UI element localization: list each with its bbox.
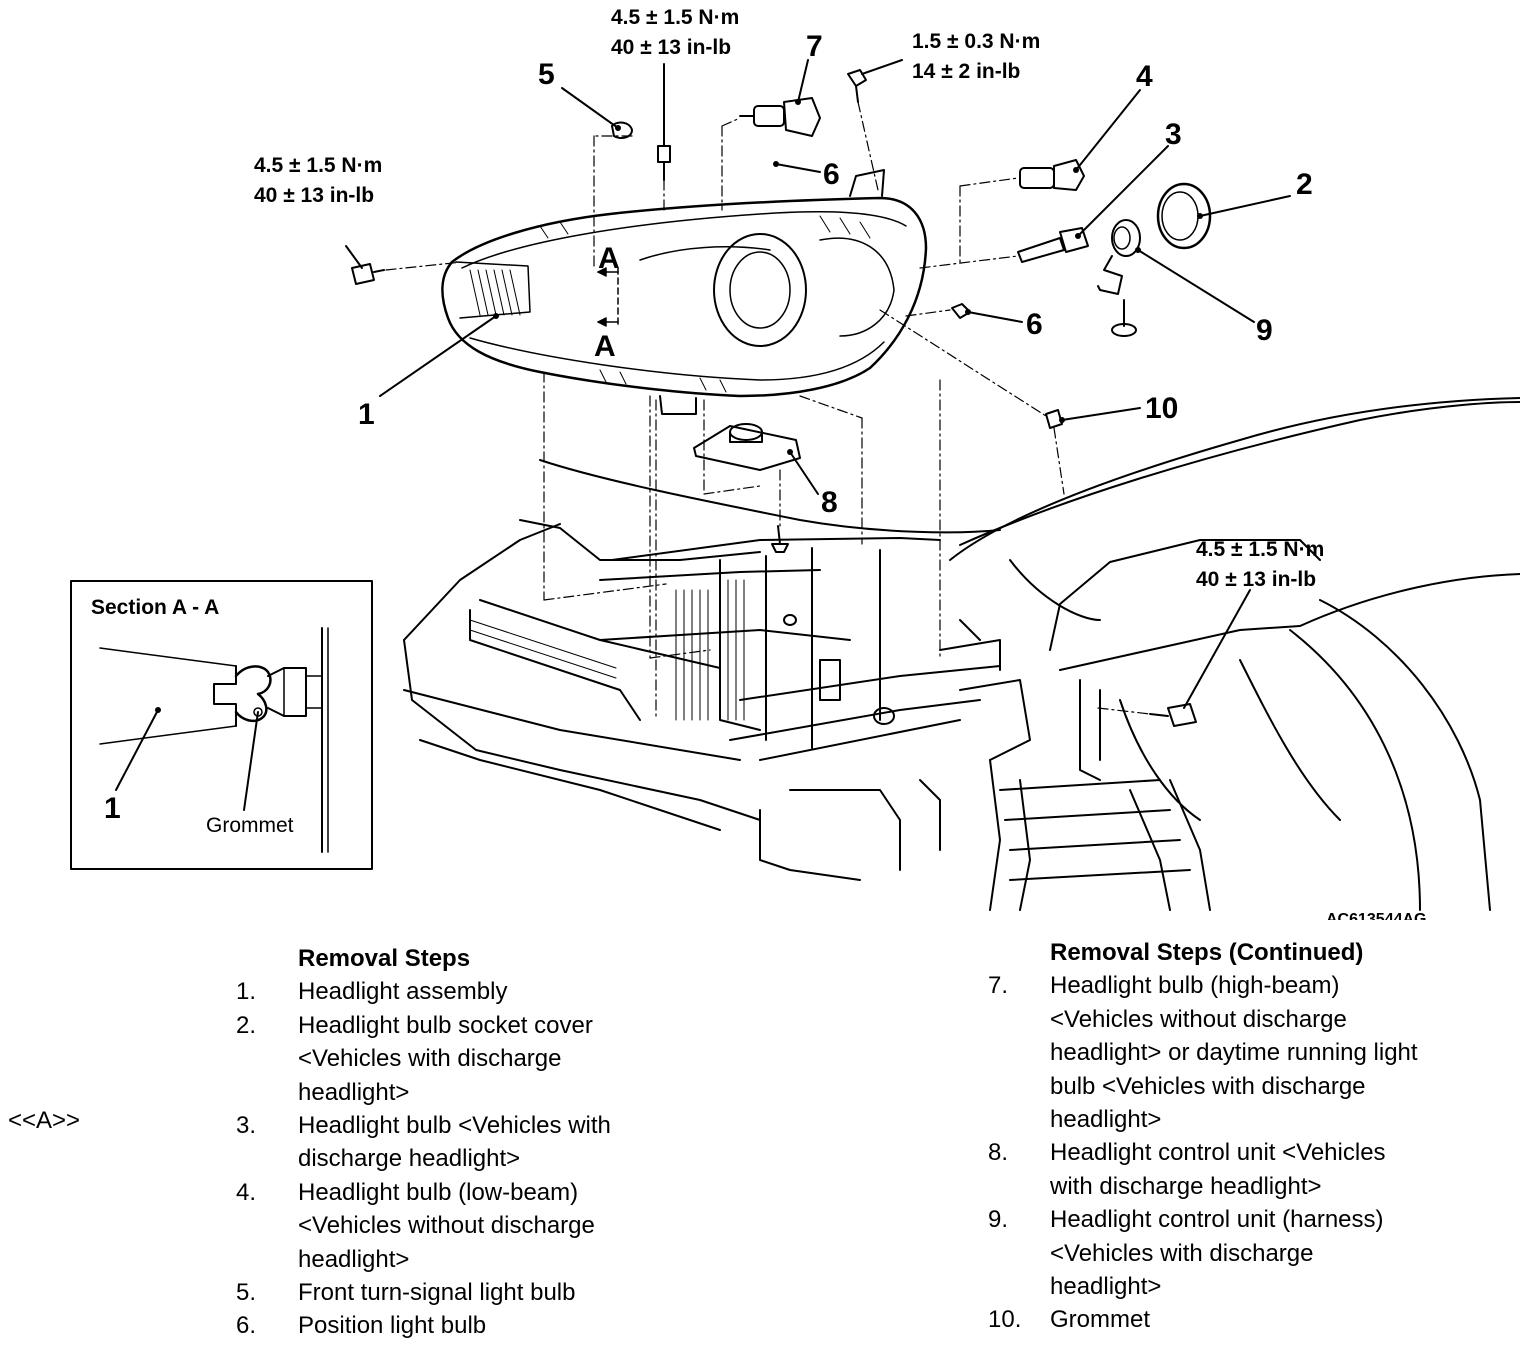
- step-10: 10. Grommet: [988, 1303, 1488, 1336]
- removal-steps-title: Removal Steps: [298, 945, 471, 972]
- callout-6-lower: 6: [1026, 308, 1043, 341]
- step-2: 2. Headlight bulb socket cover <Vehicles …: [236, 1009, 696, 1109]
- step-text: Front turn-signal light bulb: [298, 1279, 576, 1307]
- step-number: 9.: [988, 1206, 1009, 1234]
- torque-top-nm: 4.5 ± 1.5 N·m: [611, 6, 739, 29]
- section-a-a-inset: [70, 580, 373, 870]
- step-3: 3. Headlight bulb <Vehicles with discharg…: [236, 1109, 696, 1176]
- vehicle-front-body: [403, 397, 1520, 911]
- step-number: 1.: [236, 978, 257, 1006]
- step-9: 9. Headlight control unit (harness) <Vehi…: [988, 1203, 1488, 1303]
- step-text: Headlight bulb (high-beam) <Vehicles wit…: [1050, 972, 1418, 1134]
- step-text: Headlight assembly: [298, 978, 508, 1006]
- step-7: 7. Headlight bulb (high-beam) <Vehicles w…: [988, 969, 1488, 1136]
- torque-top-inlb: 40 ± 13 in-lb: [611, 36, 731, 59]
- step-5: 5. Front turn-signal light bulb: [236, 1276, 696, 1309]
- torque-small-nm: 1.5 ± 0.3 N·m: [912, 30, 1040, 53]
- callout-1: 1: [358, 398, 375, 431]
- assembly-leader-lines: [385, 101, 1151, 721]
- step-text: Grommet: [1050, 1306, 1151, 1334]
- headlight-bolt-top: [657, 145, 671, 181]
- step-number: 6.: [236, 1312, 257, 1340]
- control-unit-harness-9: [1097, 219, 1141, 337]
- step-number: 10.: [988, 1306, 1022, 1334]
- callout-8: 8: [821, 486, 838, 519]
- turn-signal-bulb-5: [611, 121, 633, 139]
- headlight-control-unit-8: [693, 423, 801, 553]
- step-6: 6. Position light bulb: [236, 1309, 696, 1342]
- step-1: 1. Headlight assembly: [236, 975, 696, 1008]
- torque-left-nm: 4.5 ± 1.5 N·m: [254, 154, 382, 177]
- headlight-assembly: [441, 169, 928, 415]
- step-text: Headlight control unit <Vehicles with di…: [1050, 1139, 1386, 1200]
- callout-leaders: [345, 59, 1291, 709]
- step-number: 5.: [236, 1279, 257, 1307]
- removal-steps-left: Removal Steps 1. Headlight assembly 2. Hea…: [236, 942, 696, 1343]
- callout-9: 9: [1256, 314, 1273, 347]
- step-text: Headlight bulb <Vehicles with discharge …: [298, 1112, 611, 1173]
- removal-steps-right: Removal Steps (Continued) 7. Headlight bu…: [988, 936, 1488, 1337]
- callout-4: 4: [1136, 60, 1153, 93]
- step-4: 4. Headlight bulb (low-beam) <Vehicles wi…: [236, 1176, 696, 1276]
- step-number: 4.: [236, 1178, 257, 1206]
- callout-10: 10: [1145, 392, 1178, 425]
- torque-fender-inlb: 40 ± 13 in-lb: [1196, 568, 1316, 591]
- high-beam-bulb-7: [739, 97, 821, 137]
- headlight-bolt-fender: [1149, 703, 1197, 727]
- section-part-1: 1: [104, 792, 121, 825]
- headlight-bolt-left: [351, 263, 385, 285]
- step-number: 2.: [236, 1011, 257, 1039]
- section-title: Section A - A: [91, 596, 219, 619]
- step-text: Headlight control unit (harness) <Vehicl…: [1050, 1206, 1384, 1301]
- torque-small-inlb: 14 ± 2 in-lb: [912, 60, 1020, 83]
- headlight-lens-hatch: [469, 215, 871, 393]
- step-number: 7.: [988, 972, 1009, 1000]
- callout-3: 3: [1165, 118, 1182, 151]
- step-text: Headlight bulb socket cover <Vehicles wi…: [298, 1011, 593, 1106]
- callout-2: 2: [1296, 168, 1313, 201]
- callout-5: 5: [538, 58, 555, 91]
- step-text: Position light bulb: [298, 1312, 487, 1340]
- step-number: 3.: [236, 1112, 257, 1140]
- callout-labels: 1 2 3 4 5 6 6 7 8 9 10 A A: [358, 30, 1313, 519]
- torque-left-inlb: 40 ± 13 in-lb: [254, 184, 374, 207]
- grommet-10: [1045, 409, 1063, 429]
- step-text: Headlight bulb (low-beam) <Vehicles with…: [298, 1178, 595, 1273]
- removal-steps-continued-title: Removal Steps (Continued): [1050, 939, 1364, 966]
- figure-code: AC613544AG: [1326, 911, 1427, 920]
- section-marker-lower: A: [594, 330, 616, 363]
- torque-fender-nm: 4.5 ± 1.5 N·m: [1196, 538, 1324, 561]
- step-number: 8.: [988, 1139, 1009, 1167]
- procedure-marker-a: <<A>>: [8, 1107, 81, 1134]
- section-grommet-label: Grommet: [206, 814, 294, 837]
- screw-7-mount: [847, 69, 867, 103]
- callout-7: 7: [806, 30, 823, 63]
- section-cut-arrows: [597, 267, 619, 329]
- discharge-bulb-3: [1017, 227, 1089, 263]
- torque-specs: 4.5 ± 1.5 N·m 40 ± 13 in-lb 4.5 ± 1.5 N·…: [254, 6, 1324, 591]
- section-marker-upper: A: [598, 242, 620, 275]
- callout-6-upper: 6: [823, 158, 840, 191]
- step-8: 8. Headlight control unit <Vehicles with …: [988, 1136, 1488, 1203]
- low-beam-bulb-4: [1019, 159, 1085, 191]
- headlight-exploded-diagram: 1 2 3 4 5 6 6 7 8 9 10 A A 4.5 ± 1.5 N·m…: [70, 6, 1520, 920]
- radiator-fins: [469, 579, 745, 721]
